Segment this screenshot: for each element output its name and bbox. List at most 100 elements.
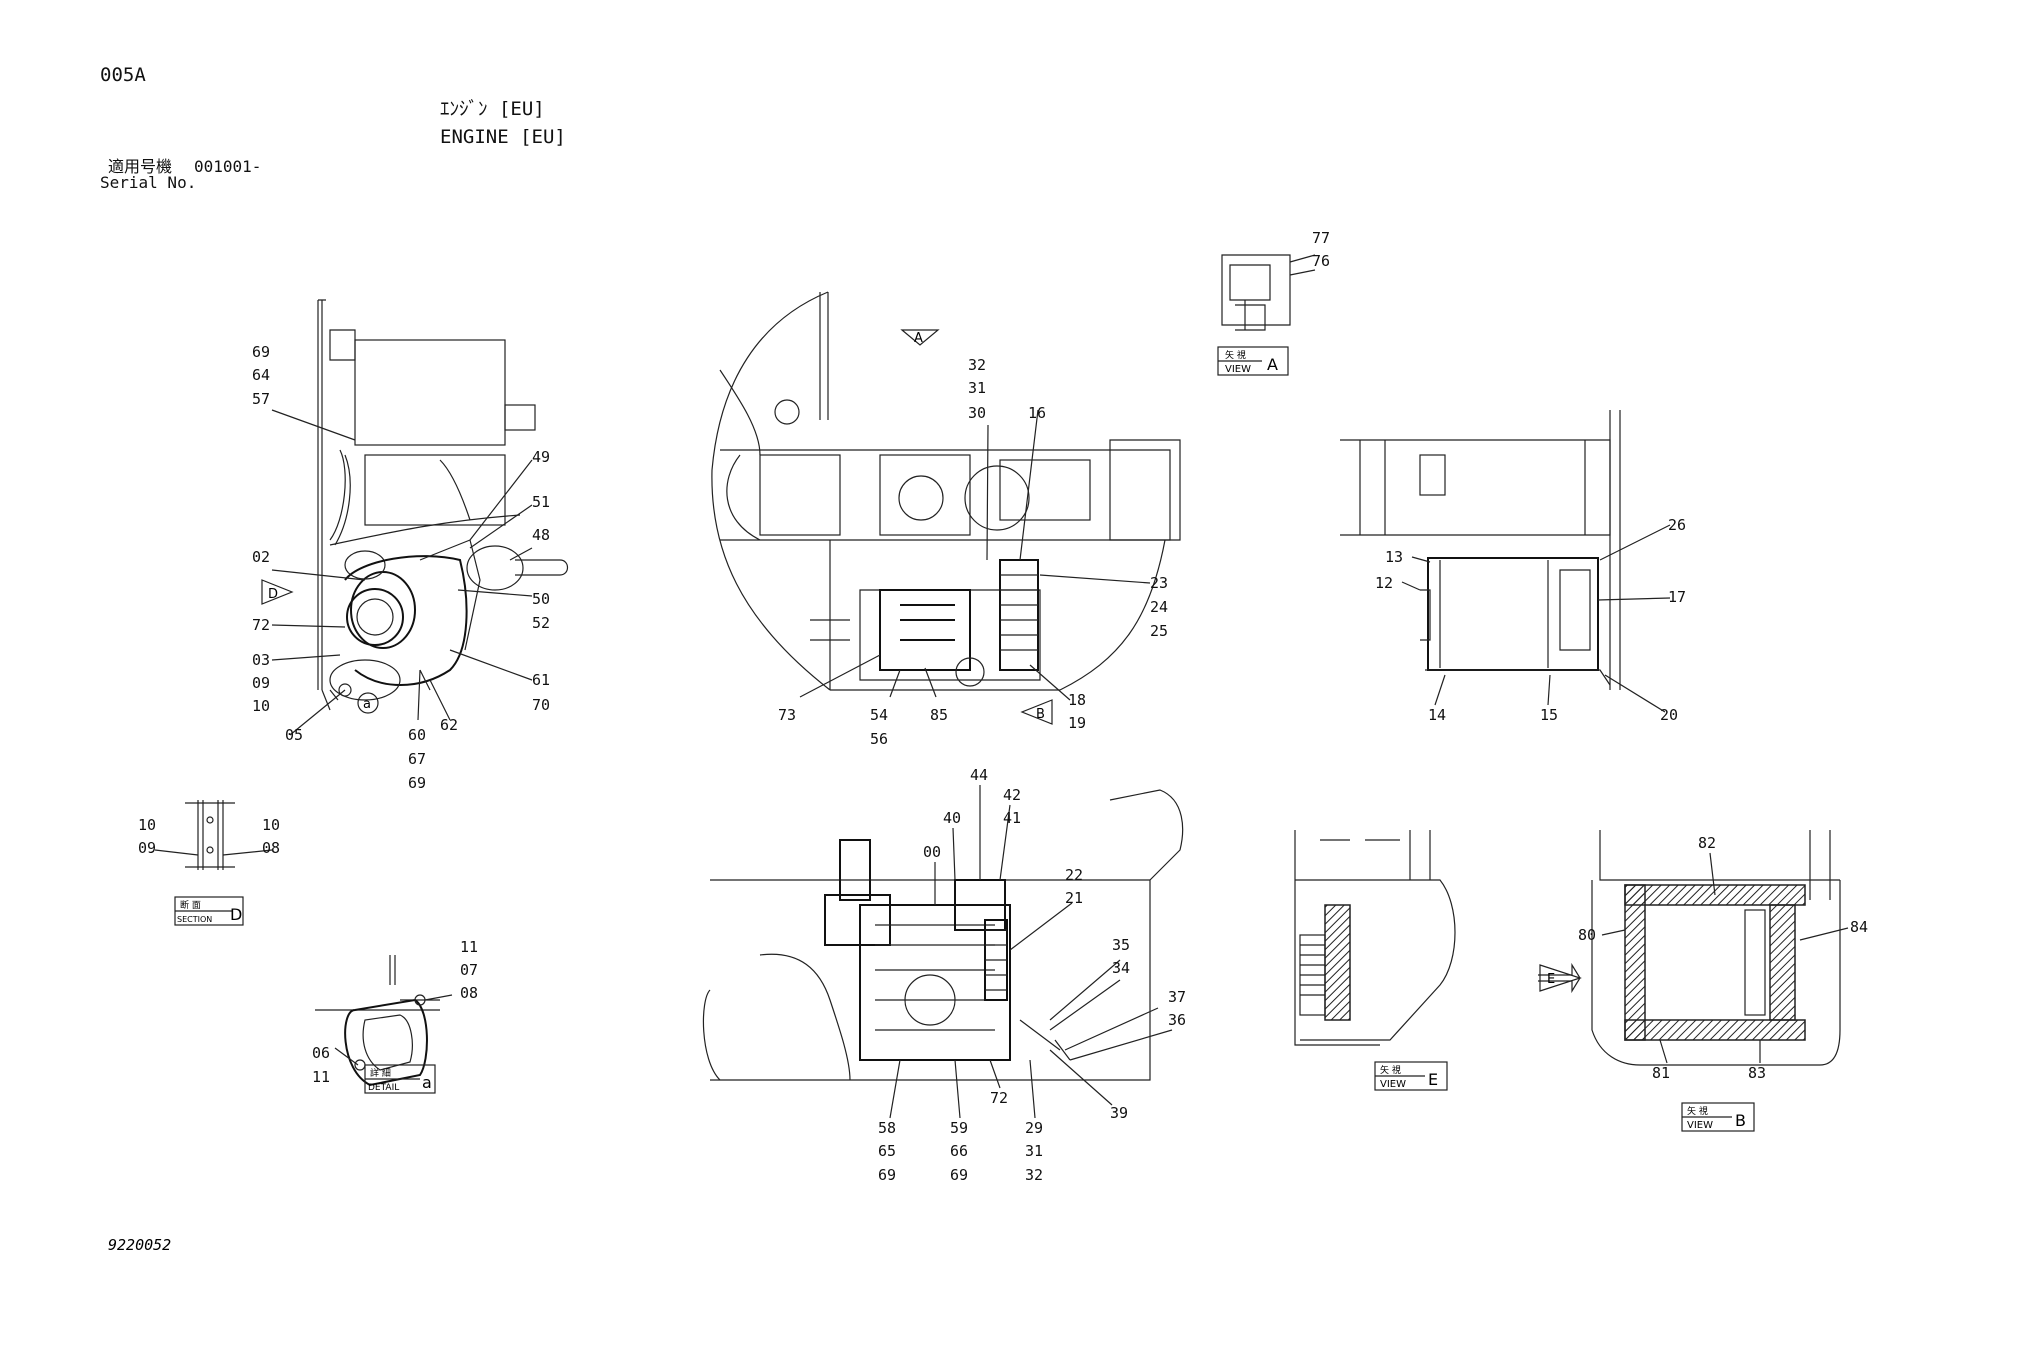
callout: 31: [1025, 1142, 1043, 1160]
callout: 82: [1698, 834, 1716, 852]
callout: 59: [950, 1119, 968, 1137]
callout: 65: [878, 1142, 896, 1160]
callout: 29: [1025, 1119, 1043, 1137]
callout: 70: [532, 696, 550, 714]
callout: 19: [1068, 714, 1086, 732]
center-top-view: [711, 291, 1181, 725]
view-a-letter: A: [1267, 355, 1278, 374]
title-jp: ｴﾝｼﾞﾝ [EU]: [440, 98, 545, 120]
callout: 13: [1385, 548, 1403, 566]
callout: 20: [1660, 706, 1678, 724]
callout: 69: [408, 774, 426, 792]
callout: 15: [1540, 706, 1558, 724]
callout: 12: [1375, 574, 1393, 592]
serial-label-jp: 適用号機: [108, 157, 173, 176]
drawing-number: 9220052: [108, 1236, 171, 1254]
callout: 76: [1312, 252, 1330, 270]
detail-a-en: DETAIL: [368, 1083, 399, 1093]
callout: 09: [138, 839, 156, 857]
view-a-en: VIEW: [1225, 364, 1251, 375]
view-e-en: VIEW: [1380, 1079, 1406, 1090]
callout: 18: [1068, 691, 1086, 709]
view-e-letter: E: [1428, 1070, 1438, 1089]
callout: 37: [1168, 988, 1186, 1006]
callout: 03: [252, 651, 270, 669]
callout: 21: [1065, 889, 1083, 907]
section-d-en: SECTION: [177, 915, 212, 924]
right-top-view: [1340, 410, 1671, 713]
callout: 17: [1668, 588, 1686, 606]
callout: 05: [285, 726, 303, 744]
arrow-marker-letters: A D B E a: [268, 331, 1555, 987]
callout: 57: [252, 390, 270, 408]
center-bottom-view: [702, 785, 1184, 1119]
section-d-drawing: [154, 800, 273, 926]
arrow-b-letter: B: [1036, 707, 1045, 722]
callout: 35: [1112, 936, 1130, 954]
detail-circle-letter: a: [363, 697, 371, 712]
callout: 02: [252, 548, 270, 566]
callout: 36: [1168, 1011, 1186, 1029]
serial-label-en: Serial No.: [100, 173, 197, 192]
callout: 69: [878, 1166, 896, 1184]
callout: 34: [1112, 959, 1130, 977]
callout: 69: [252, 343, 270, 361]
callout: 81: [1652, 1064, 1670, 1082]
callout: 85: [930, 706, 948, 724]
callout: 48: [532, 526, 550, 544]
serial-value: 001001-: [194, 157, 262, 176]
callout: 66: [950, 1142, 968, 1160]
detail-a-drawing: [315, 955, 453, 1094]
view-b-drawing: [1538, 830, 1849, 1132]
view-marker-labels: 矢 視 VIEW A 断 面 SECTION D 詳 細 DETAIL a 矢 …: [177, 349, 1746, 1131]
callout: 69: [950, 1166, 968, 1184]
callout: 64: [252, 366, 270, 384]
callout: 09: [252, 674, 270, 692]
section-d-jp: 断 面: [180, 899, 201, 911]
callout: 23: [1150, 574, 1168, 592]
detail-a-jp: 詳 細: [370, 1067, 391, 1079]
callout: 72: [252, 616, 270, 634]
callout: 32: [1025, 1166, 1043, 1184]
view-b-jp: 矢 視: [1687, 1105, 1708, 1117]
view-e-drawing: [1294, 830, 1456, 1091]
callout: 61: [532, 671, 550, 689]
callout: 08: [262, 839, 280, 857]
callout: 41: [1003, 809, 1021, 827]
section-d-letter: D: [230, 905, 242, 924]
callout: 49: [532, 448, 550, 466]
callout: 11: [460, 938, 478, 956]
callout-labels: 69 64 57 49 51 48 02 50 52 72 03 09 10 0…: [138, 229, 1868, 1184]
callout: 39: [1110, 1104, 1128, 1122]
view-a-drawing: [1217, 254, 1316, 376]
callout: 72: [990, 1089, 1008, 1107]
arrow-a-letter: A: [914, 331, 923, 346]
callout: 11: [312, 1068, 330, 1086]
callout: 73: [778, 706, 796, 724]
view-e-jp: 矢 視: [1380, 1064, 1401, 1076]
callout: 08: [460, 984, 478, 1002]
callout: 54: [870, 706, 888, 724]
left-engine-view: [261, 299, 569, 736]
view-a-jp: 矢 視: [1225, 349, 1246, 361]
callout: 10: [138, 816, 156, 834]
callout: 10: [252, 697, 270, 715]
callout: 50: [532, 590, 550, 608]
callout: 31: [968, 379, 986, 397]
callout: 80: [1578, 926, 1596, 944]
arrow-d-letter: D: [268, 587, 278, 602]
title-en: ENGINE [EU]: [440, 126, 566, 148]
callout: 06: [312, 1044, 330, 1062]
callout: 56: [870, 730, 888, 748]
callout: 44: [970, 766, 988, 784]
callout: 25: [1150, 622, 1168, 640]
callout: 16: [1028, 404, 1046, 422]
detail-a-letter: a: [422, 1073, 432, 1092]
view-b-letter: B: [1735, 1111, 1746, 1130]
callout: 24: [1150, 598, 1168, 616]
callout: 84: [1850, 918, 1868, 936]
callout: 22: [1065, 866, 1083, 884]
callout: 60: [408, 726, 426, 744]
callout: 51: [532, 493, 550, 511]
